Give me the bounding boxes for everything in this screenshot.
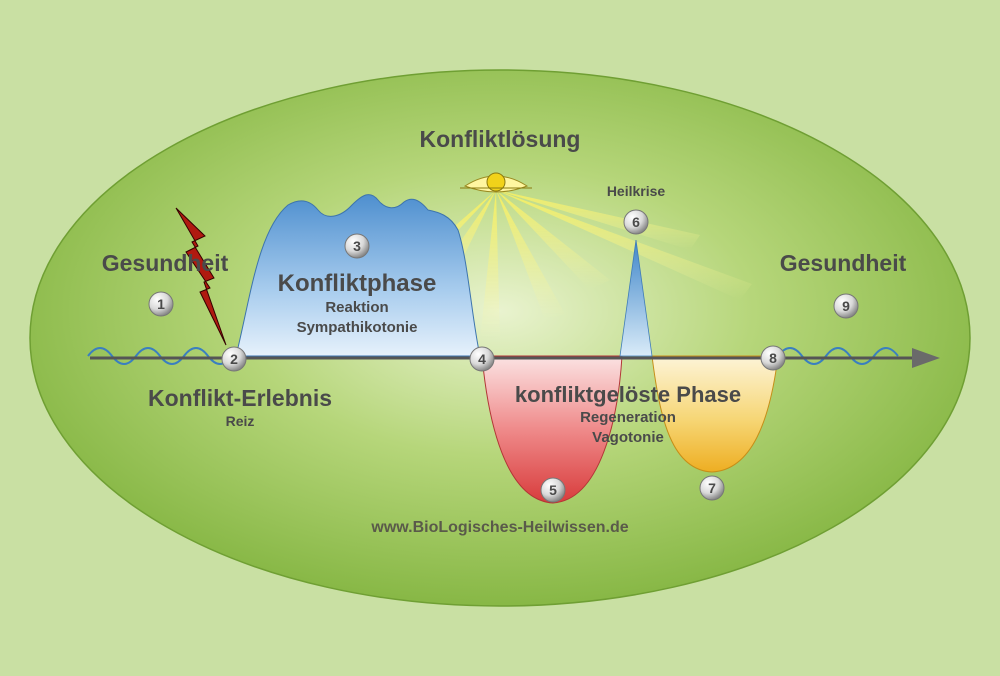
wave-right (777, 347, 899, 365)
label-vagotonia: Vagotonie (592, 429, 664, 446)
label-conflict-phase: Konfliktphase (277, 270, 437, 297)
stage-number-8: 8 (769, 350, 777, 366)
label-resolved-phase: konfliktgelöste Phase (514, 382, 742, 407)
stage-markers (148, 209, 859, 503)
stage-ball-5 (540, 477, 566, 503)
lightning-bolt-icon (175, 207, 227, 346)
wave-left (87, 347, 233, 365)
background-ellipse (29, 69, 971, 607)
label-sympathicotonia: Sympathikotonie (296, 319, 418, 336)
conflict-phase-shape (235, 194, 481, 357)
label-healing-crisis: Heilkrise (606, 183, 666, 199)
stage-number-5: 5 (549, 482, 557, 498)
stage-number-1: 1 (157, 296, 165, 312)
stage-ball-4 (469, 346, 495, 372)
timeline-arrowhead (912, 348, 940, 368)
label-conflict-event: Konflikt-Erlebnis (147, 385, 333, 411)
stage-ball-6 (623, 209, 649, 235)
stage-ball-3 (344, 233, 370, 259)
sun-eye-icon (460, 172, 532, 193)
footer-url: www.BioLogisches-Heilwissen.de (371, 519, 629, 536)
regeneration-valley-red (481, 355, 623, 504)
stage-ball-9 (833, 293, 859, 319)
label-stimulus: Reiz (225, 413, 255, 429)
stage-number-9: 9 (842, 298, 850, 314)
label-regeneration: Regeneration (580, 409, 676, 426)
stage-ball-1 (148, 291, 174, 317)
label-reaction: Reaktion (325, 299, 389, 316)
stage-ball-8 (760, 345, 786, 371)
stage-ball-7 (699, 475, 725, 501)
label-health-left: Gesundheit (101, 250, 229, 276)
healing-crisis-spike (619, 239, 653, 357)
stage-number-4: 4 (478, 351, 486, 367)
label-health-right: Gesundheit (779, 250, 907, 276)
stage-number-2: 2 (230, 351, 238, 367)
diagram-title: Konfliktlösung (419, 126, 581, 152)
stage-number-3: 3 (353, 238, 361, 254)
regeneration-valley-yellow (651, 355, 779, 473)
stage-number-7: 7 (708, 480, 716, 496)
stage-ball-2 (221, 346, 247, 372)
stage-number-6: 6 (632, 214, 640, 230)
